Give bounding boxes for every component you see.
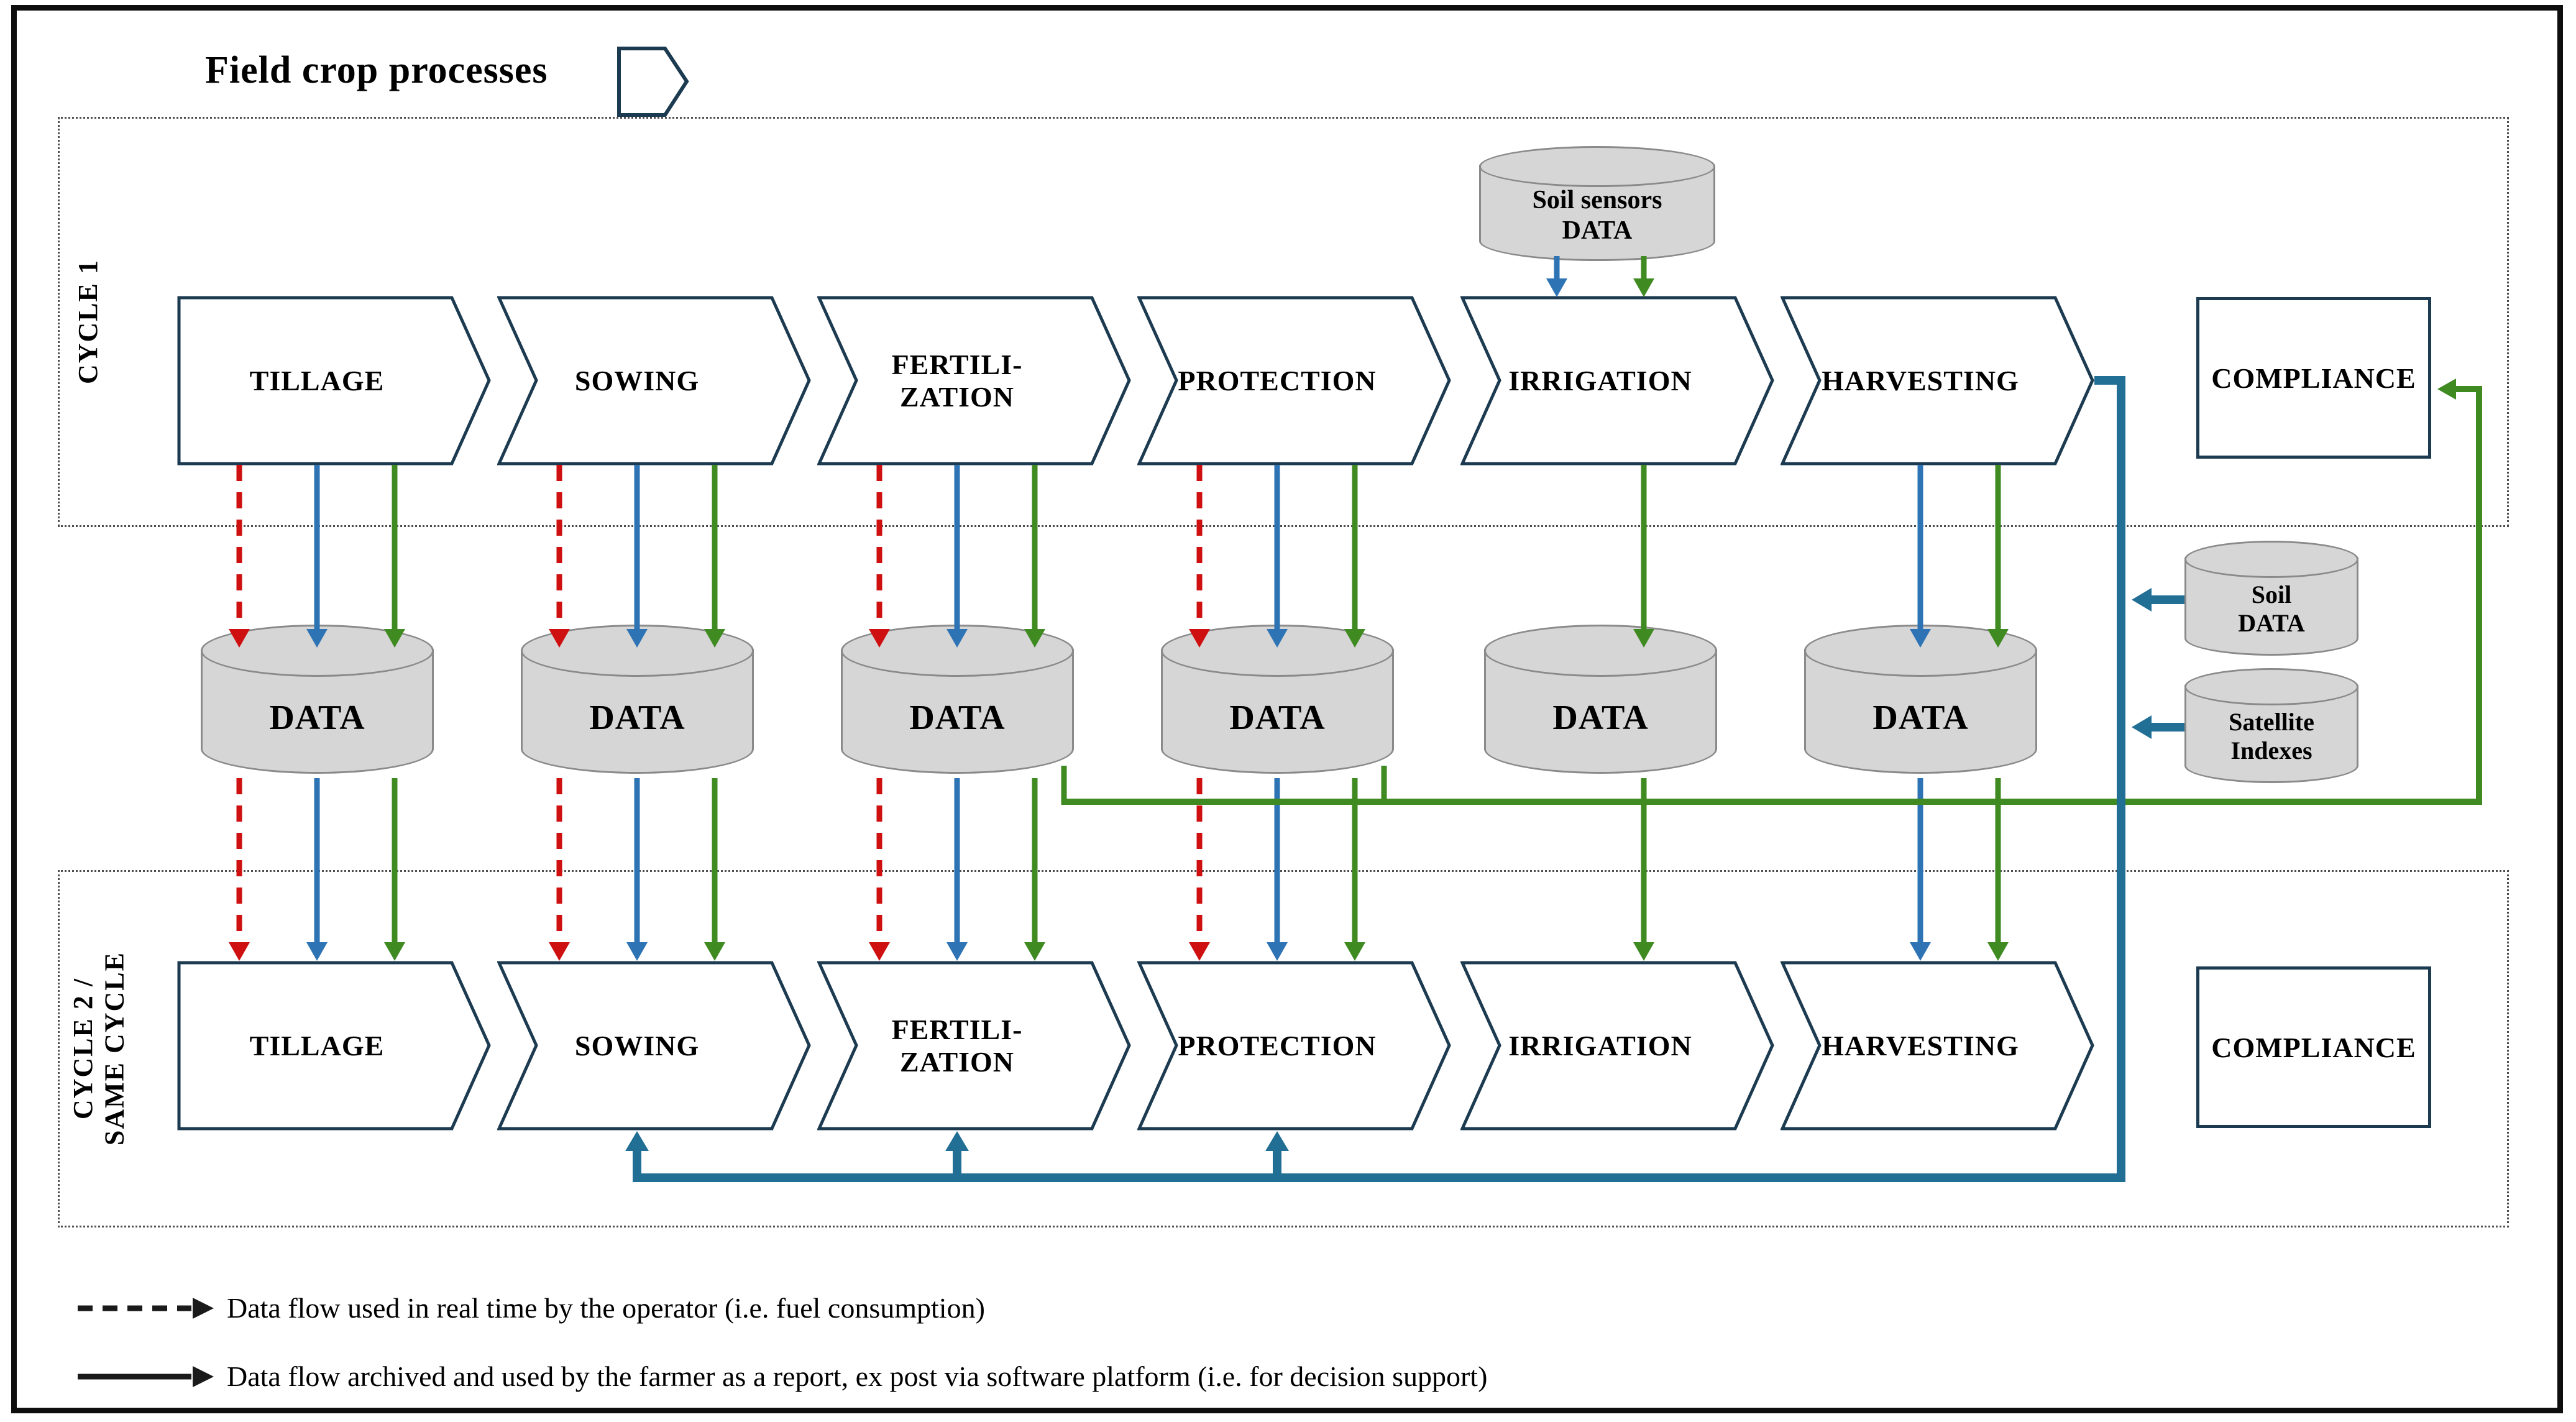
cylinder-label: DATA (1552, 698, 1649, 737)
data-cylinder-harvesting: DATA (1804, 625, 2037, 774)
cycle1-process-tillage: TILLAGE (177, 296, 491, 466)
data-cylinder-protection: DATA (1161, 625, 1394, 774)
cylinder-label: Soil sensors DATA (1532, 186, 1662, 245)
data-cylinder-tillage: DATA (201, 625, 434, 774)
soil-data-cylinder: Soil DATA (2184, 541, 2358, 656)
process-label: TILLAGE (249, 364, 385, 397)
cylinder-label: DATA (269, 698, 365, 737)
process-chevron-legend-icon (617, 47, 689, 117)
process-label: HARVESTING (1822, 1029, 2019, 1062)
cylinder-label: DATA (909, 698, 1006, 737)
process-label: PROTECTION (1178, 1029, 1377, 1062)
cycle1-process-protection: PROTECTION (1137, 296, 1451, 466)
cylinder-label: Satellite Indexes (2229, 707, 2314, 764)
cycle2-process-irrigation: IRRIGATION (1460, 961, 1774, 1131)
cycle1-process-fertilization: FERTILI- ZATION (817, 296, 1131, 466)
cycle2-label: CYCLE 2 / SAME CYCLE (59, 870, 140, 1227)
cycle2-process-tillage: TILLAGE (177, 961, 491, 1131)
process-label: FERTILI- ZATION (891, 348, 1023, 413)
legend-realtime-text: Data flow used in real time by the opera… (227, 1292, 985, 1324)
cylinder-label: DATA (589, 698, 685, 737)
legend-archived-text: Data flow archived and used by the farme… (227, 1360, 1488, 1392)
process-label: IRRIGATION (1508, 364, 1692, 397)
cylinder-top (1479, 146, 1715, 187)
cycle2-label-text: CYCLE 2 / SAME CYCLE (68, 952, 130, 1146)
cycle1-label-text: CYCLE 1 (73, 259, 104, 385)
cylinder-label: Soil DATA (2238, 580, 2305, 637)
process-label: SOWING (574, 364, 700, 397)
process-label: FERTILI- ZATION (891, 1013, 1023, 1078)
data-cylinder-fertilization: DATA (841, 625, 1074, 774)
cylinder-label: DATA (1872, 698, 1969, 737)
cycle2-process-sowing: SOWING (497, 961, 811, 1131)
compliance-label: COMPLIANCE (2211, 1031, 2416, 1063)
cycle2-process-protection: PROTECTION (1137, 961, 1451, 1131)
cycle1-label: CYCLE 1 (59, 117, 118, 527)
page-title: Field crop processes (205, 49, 548, 91)
cycle1-process-irrigation: IRRIGATION (1460, 296, 1774, 466)
process-label: TILLAGE (249, 1029, 385, 1062)
process-label: PROTECTION (1178, 364, 1377, 397)
data-cylinder-irrigation: DATA (1484, 625, 1717, 774)
cycle2-process-fertilization: FERTILI- ZATION (817, 961, 1131, 1131)
cylinder-label: DATA (1229, 698, 1326, 737)
cycle2-process-harvesting: HARVESTING (1781, 961, 2094, 1131)
process-label: SOWING (574, 1029, 700, 1062)
satellite-indexes-cylinder: Satellite Indexes (2184, 668, 2358, 783)
cycle2-compliance-box: COMPLIANCE (2196, 966, 2431, 1128)
cycle1-process-sowing: SOWING (497, 296, 811, 466)
cycle1-process-harvesting: HARVESTING (1781, 296, 2094, 466)
compliance-label: COMPLIANCE (2211, 362, 2416, 394)
soil-sensors-data-cylinder: Soil sensors DATA (1479, 146, 1715, 261)
process-label: IRRIGATION (1508, 1029, 1692, 1062)
process-label: HARVESTING (1822, 364, 2019, 397)
cycle1-compliance-box: COMPLIANCE (2196, 297, 2431, 459)
data-cylinder-sowing: DATA (521, 625, 754, 774)
